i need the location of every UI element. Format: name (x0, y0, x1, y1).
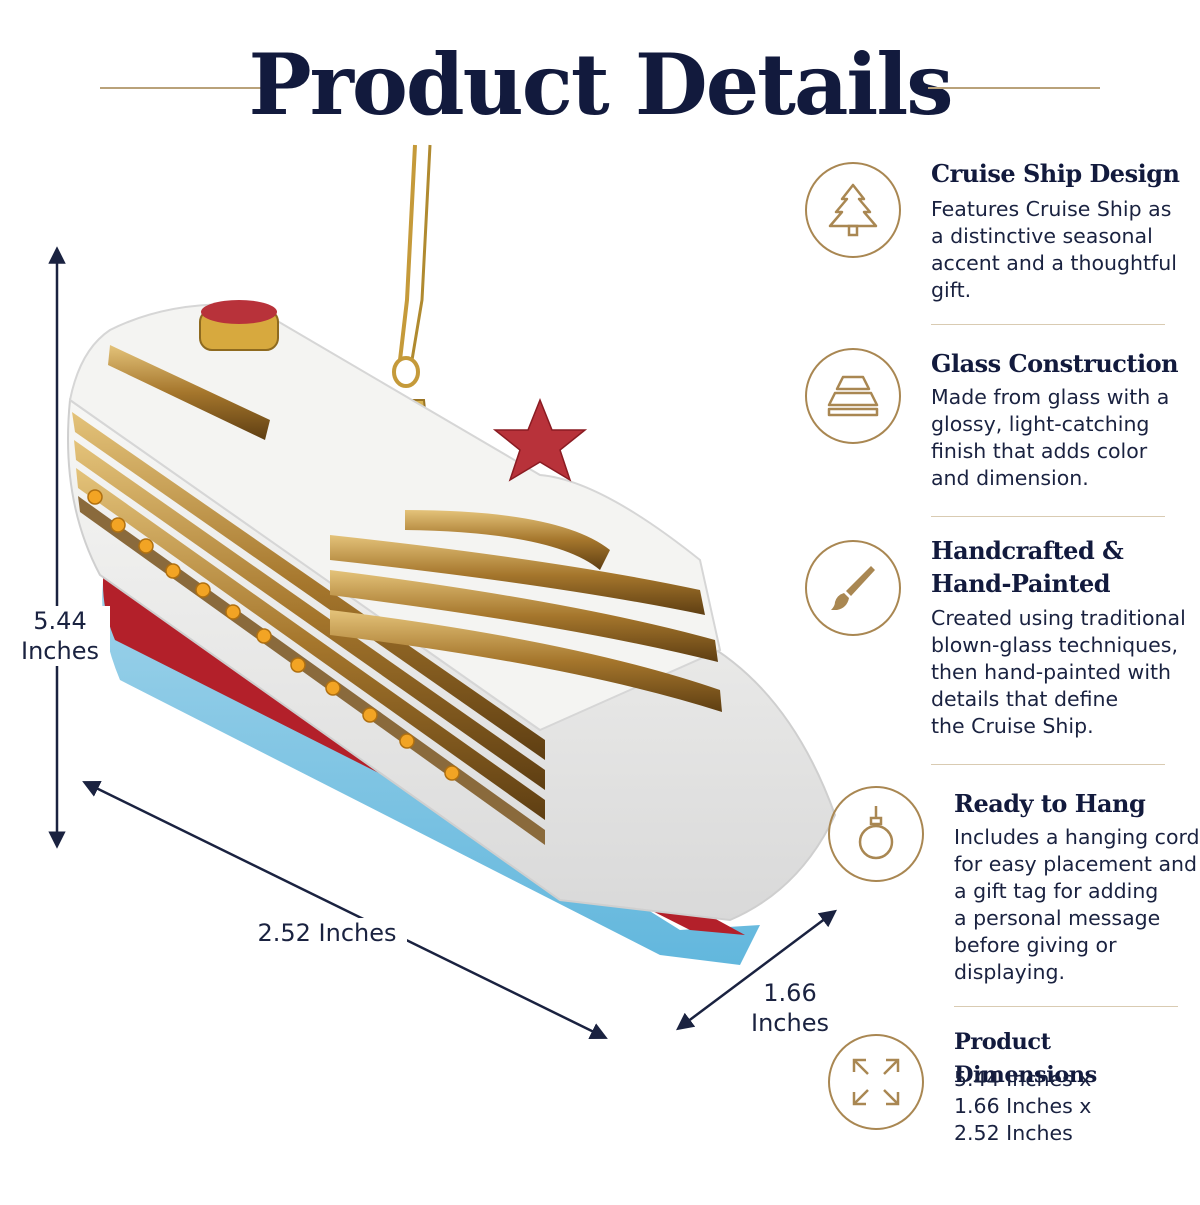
feature-divider (931, 516, 1165, 517)
portholes (87, 489, 460, 781)
length-label: 2.52 Inches (247, 918, 407, 948)
cruise-ship-ornament-image (48, 144, 838, 1040)
feature-divider (954, 1006, 1178, 1007)
glass-layers-icon (805, 348, 901, 444)
star-ornament (492, 397, 588, 482)
paintbrush-icon (805, 540, 901, 636)
expand-arrows-icon (828, 1034, 924, 1130)
feature-title: Cruise Ship Design (931, 159, 1180, 188)
feature-title: Product Dimensions (954, 1029, 1097, 1088)
front-funnel (199, 300, 279, 351)
deck-stripes (72, 412, 545, 845)
feature-description: 5.44 Inches x 1.66 Inches x 2.52 Inches (954, 1067, 1092, 1145)
feature-title: Ready to Hang (954, 789, 1146, 818)
page-title: Product Details (248, 35, 953, 134)
ship-hull (67, 398, 837, 922)
title-rule-left (100, 87, 272, 89)
height-label: 5.44 Inches (10, 606, 110, 666)
width-label: 1.66 Inches (751, 979, 829, 1037)
title-row: Product Details (0, 30, 1200, 140)
feature-description: Features Cruise Ship as a distinctive se… (931, 197, 1177, 302)
product-illustration: 5.44 Inches 2.52 Inches 1.66 Inches (0, 140, 880, 1200)
title-rule-right (928, 87, 1100, 89)
ornament-icon (828, 786, 924, 882)
feature-description: Made from glass with a glossy, light-cat… (931, 385, 1170, 490)
feature-title: Handcrafted & Hand-Painted (931, 536, 1124, 598)
feature-title: Glass Construction (931, 349, 1179, 378)
width-arrow (675, 909, 838, 1031)
feature-description: Created using traditional blown-glass te… (931, 606, 1186, 738)
feature-divider (931, 764, 1165, 765)
feature-divider (931, 324, 1165, 325)
feature-description: Includes a hanging cord for easy placeme… (954, 825, 1200, 984)
length-arrow (82, 780, 608, 1040)
superstructure-tiers (108, 345, 722, 712)
christmas-tree-icon (805, 162, 901, 258)
